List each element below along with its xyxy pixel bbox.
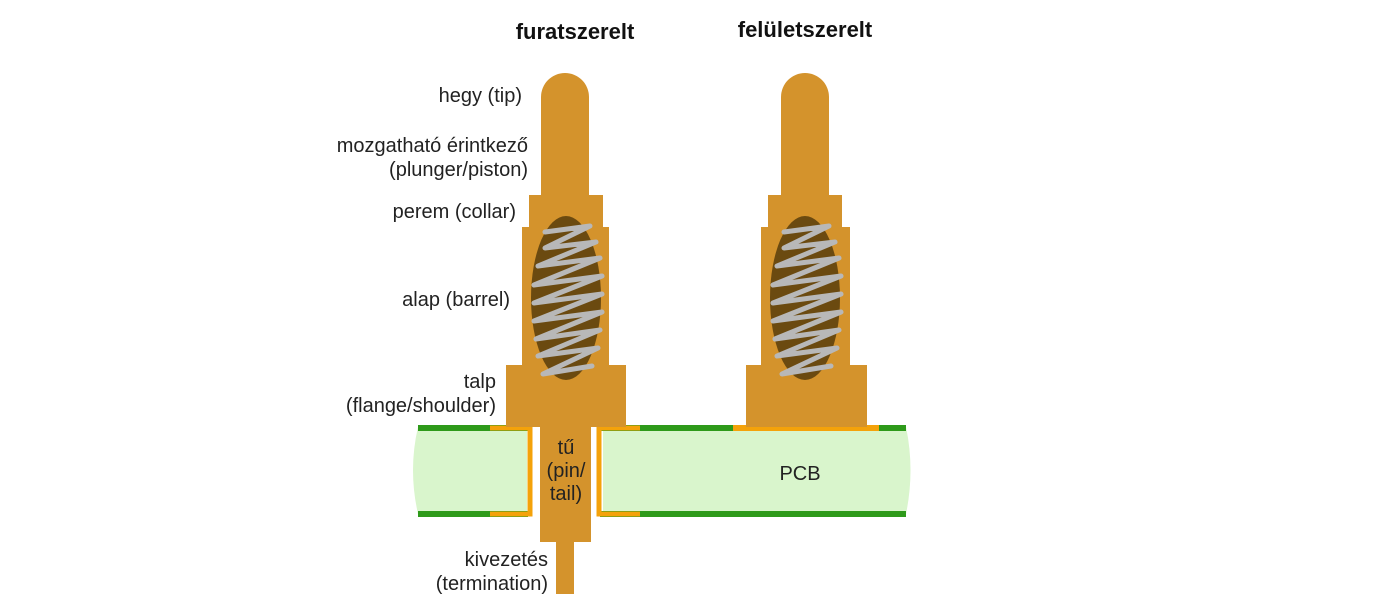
th-termination xyxy=(556,540,574,594)
plated-hole-right-wall xyxy=(596,425,640,517)
label-plunger-line2: (plunger/piston) xyxy=(389,159,528,181)
pcb-bottom-layer-left xyxy=(418,511,528,517)
label-barrel: alap (barrel) xyxy=(402,289,510,311)
th-tail xyxy=(540,425,591,542)
sm-spring xyxy=(770,223,844,377)
th-spring xyxy=(531,223,605,377)
label-collar: perem (collar) xyxy=(392,201,516,223)
label-flange-line2: (flange/shoulder) xyxy=(345,395,496,417)
pcb-board xyxy=(413,425,911,517)
label-termination-line1: kivezetés xyxy=(464,549,548,571)
label-tip: hegy (tip) xyxy=(438,85,522,107)
through-hole-pin xyxy=(506,73,626,594)
th-plunger xyxy=(541,73,589,195)
label-pin-line3: tail) xyxy=(549,483,583,505)
th-barrel-window xyxy=(531,216,605,380)
smd-pad xyxy=(733,425,879,431)
label-pcb: PCB xyxy=(779,463,821,485)
pcb-left-section xyxy=(413,427,527,514)
through-hole-title: furatszerelt xyxy=(515,19,635,44)
sm-plunger xyxy=(781,73,829,195)
plated-hole-left-wall xyxy=(490,425,533,517)
label-plunger-line1: mozgatható érintkező xyxy=(336,135,528,157)
label-pin-line2: (pin/ xyxy=(546,460,586,482)
pcb-right-section xyxy=(603,427,911,514)
pcb-bottom-layer-right xyxy=(600,511,906,517)
sm-barrel-window xyxy=(770,216,844,380)
label-flange-line1: talp xyxy=(463,371,496,393)
surface-mount-title: felületszerelt xyxy=(737,17,873,42)
label-pin-line1: tű xyxy=(557,437,575,459)
label-termination-line2: (termination) xyxy=(435,573,548,595)
pcb-top-layer-left xyxy=(418,425,528,431)
